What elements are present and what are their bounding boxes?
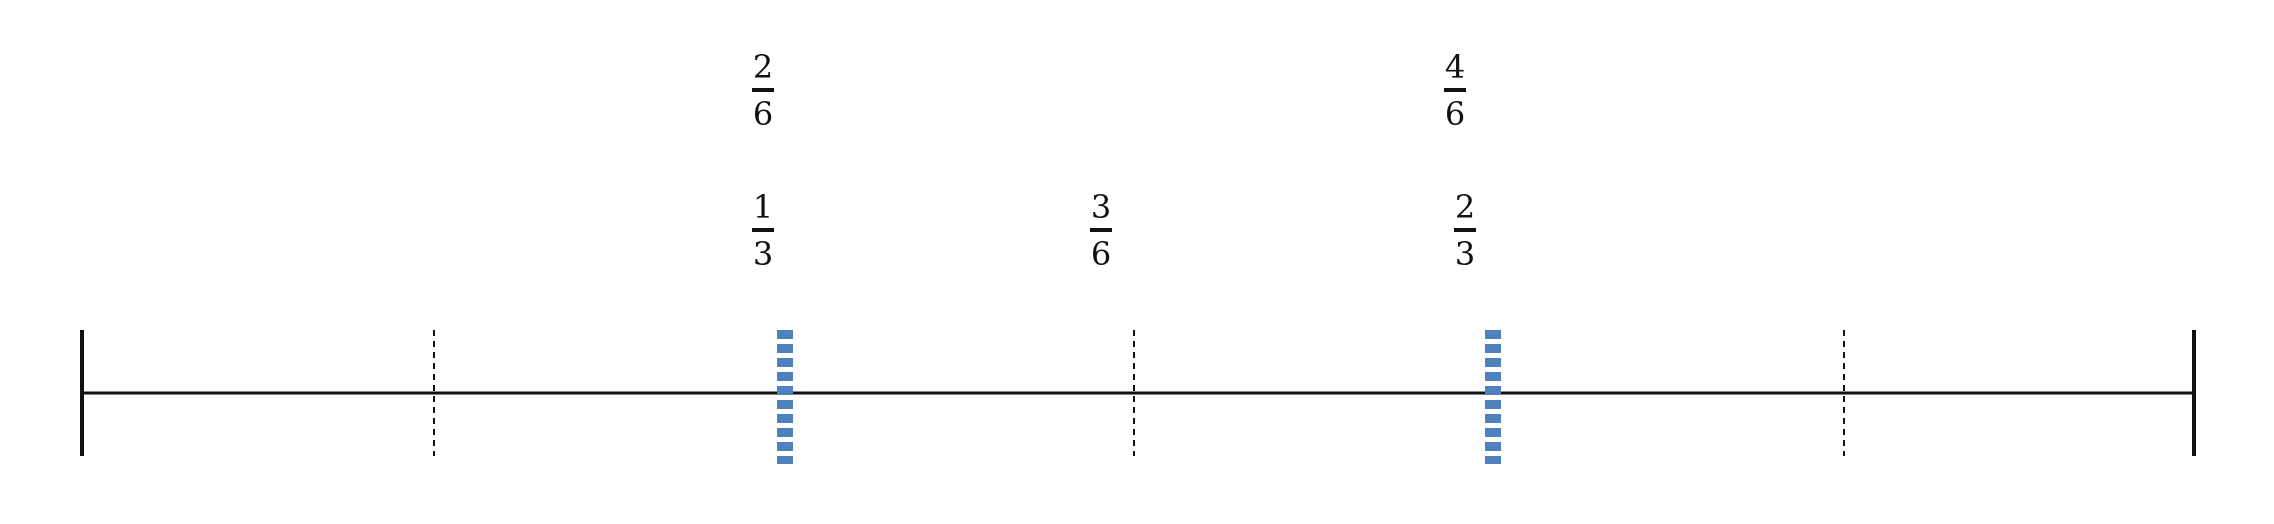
fraction-label-four-sixths: 4 6 <box>1425 49 1485 132</box>
fraction-denominator: 3 <box>1454 235 1476 273</box>
fraction-numerator: 2 <box>752 48 774 86</box>
fraction-bar <box>1444 88 1466 92</box>
fraction-bar <box>1454 228 1476 232</box>
fraction-label-two-sixths: 2 6 <box>733 49 793 132</box>
fraction-denominator: 6 <box>752 95 774 133</box>
fraction-numerator: 4 <box>1444 48 1466 86</box>
fraction-label-one-third: 1 3 <box>733 189 793 272</box>
fraction-denominator: 6 <box>1444 95 1466 133</box>
fraction-numerator: 2 <box>1454 188 1476 226</box>
fraction-bar <box>752 228 774 232</box>
fraction-denominator: 6 <box>1090 235 1112 273</box>
fraction-label-three-sixths: 3 6 <box>1071 189 1131 272</box>
fraction-bar <box>752 88 774 92</box>
fraction-bar <box>1090 228 1112 232</box>
fraction-denominator: 3 <box>752 235 774 273</box>
fraction-numerator: 1 <box>752 188 774 226</box>
fraction-numerator: 3 <box>1090 188 1112 226</box>
fraction-label-two-thirds: 2 3 <box>1435 189 1495 272</box>
